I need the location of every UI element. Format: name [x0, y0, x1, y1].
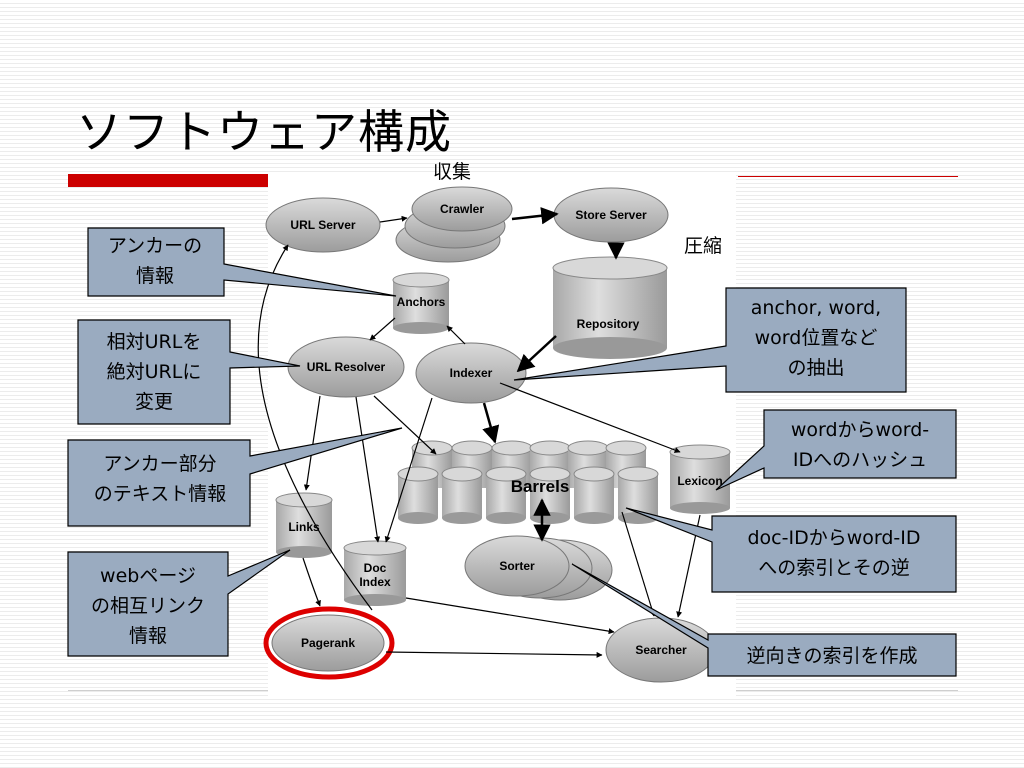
- callout-relative-to-absolute: 相対URLを 絶対URLに 変更: [77, 319, 301, 425]
- svg-text:Searcher: Searcher: [635, 643, 687, 657]
- svg-text:アンカー部分: アンカー部分: [103, 453, 216, 475]
- svg-text:の相互リンク: の相互リンク: [91, 595, 205, 617]
- svg-text:Index: Index: [359, 575, 391, 589]
- svg-text:のテキスト情報: のテキスト情報: [94, 483, 226, 505]
- svg-text:相対URLを: 相対URLを: [107, 331, 202, 353]
- compress-label: 圧縮: [684, 235, 722, 257]
- svg-text:doc-IDからword-ID: doc-IDからword-ID: [747, 527, 920, 549]
- links-node: Links: [275, 492, 333, 558]
- svg-text:anchor, word,: anchor, word,: [751, 297, 881, 319]
- svg-text:wordからword-: wordからword-: [791, 419, 929, 441]
- svg-text:Sorter: Sorter: [499, 559, 535, 573]
- title-rule: [738, 176, 958, 177]
- anchors-node: Anchors: [392, 272, 450, 334]
- svg-text:情報: 情報: [136, 265, 174, 287]
- sorter-node: Sorter: [464, 535, 613, 601]
- callout-extract-words: anchor, word, word位置など の抽出: [513, 287, 907, 393]
- callout-web-links: webページ の相互リンク 情報: [67, 549, 291, 657]
- svg-text:Repository: Repository: [577, 317, 640, 331]
- svg-text:Doc: Doc: [364, 561, 387, 575]
- svg-text:Store Server: Store Server: [575, 208, 647, 222]
- store-server-node: Store Server: [553, 187, 669, 243]
- barrels-front-row: [397, 466, 659, 524]
- callout-anchor-text: アンカー部分 のテキスト情報: [67, 427, 403, 527]
- svg-text:Indexer: Indexer: [450, 366, 493, 380]
- title-accent-bar: [68, 174, 268, 187]
- repository-node: Repository: [552, 256, 668, 359]
- svg-text:絶対URLに: 絶対URLに: [107, 361, 202, 383]
- lexicon-node: Lexicon: [669, 444, 731, 514]
- callout-anchor-info: アンカーの 情報: [87, 227, 397, 297]
- barrels-label: Barrels: [511, 477, 570, 496]
- svg-text:逆向きの索引を作成: 逆向きの索引を作成: [746, 645, 917, 667]
- callout-word-hash: wordからword- IDへのハッシュ: [715, 409, 957, 491]
- svg-text:URL Resolver: URL Resolver: [307, 360, 386, 374]
- svg-text:への索引とその逆: への索引とその逆: [758, 557, 909, 579]
- callout-docid-index: doc-IDからword-ID への索引とその逆: [625, 507, 957, 593]
- svg-text:Lexicon: Lexicon: [677, 474, 722, 488]
- indexer-node: Indexer: [415, 342, 527, 404]
- svg-text:情報: 情報: [129, 625, 167, 647]
- slide-title: ソフトウェア構成: [76, 105, 452, 159]
- svg-text:word位置など: word位置など: [755, 327, 878, 349]
- svg-text:Anchors: Anchors: [397, 295, 446, 309]
- callout-inverted-index: 逆向きの索引を作成: [571, 563, 957, 677]
- searcher-node: Searcher: [605, 617, 717, 683]
- svg-text:Pagerank: Pagerank: [301, 636, 355, 650]
- crawler-node: Crawler: [395, 186, 513, 263]
- collect-label: 収集: [433, 161, 471, 183]
- svg-text:URL Server: URL Server: [290, 218, 355, 232]
- svg-text:変更: 変更: [135, 391, 173, 413]
- svg-text:Crawler: Crawler: [440, 202, 484, 216]
- svg-text:Links: Links: [288, 520, 320, 534]
- svg-text:webページ: webページ: [100, 565, 196, 587]
- doc-index-node: Doc Index: [343, 540, 407, 606]
- svg-text:IDへのハッシュ: IDへのハッシュ: [793, 449, 927, 471]
- svg-text:の抽出: の抽出: [787, 357, 844, 379]
- svg-text:アンカーの: アンカーの: [108, 235, 202, 257]
- url-server-node: URL Server: [265, 197, 381, 253]
- url-resolver-node: URL Resolver: [287, 336, 405, 398]
- pagerank-highlight-ring: [263, 606, 395, 680]
- pagerank-node: Pagerank: [271, 614, 385, 672]
